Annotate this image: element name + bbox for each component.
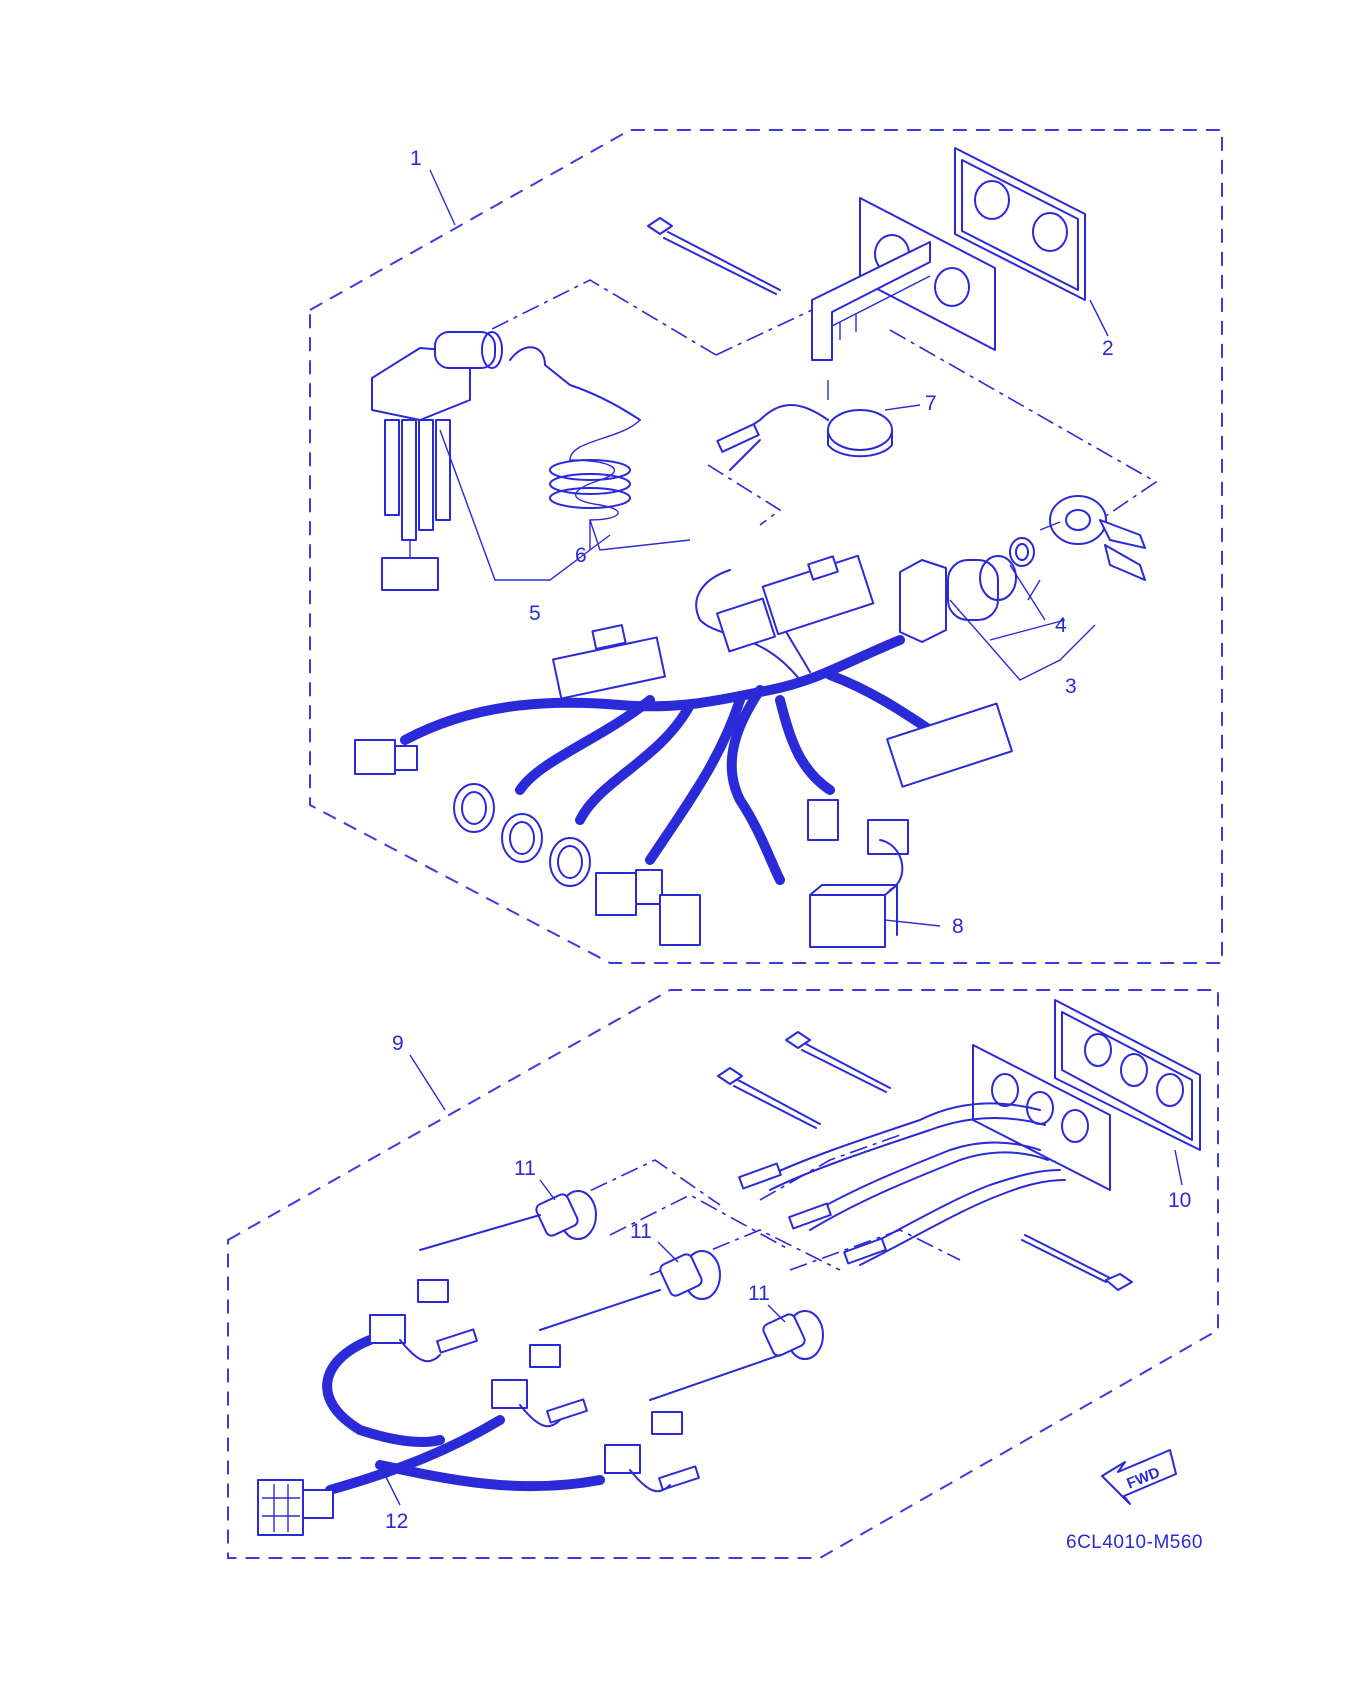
kit-9-boundary (227, 989, 1219, 1559)
fuse-holder-part-8 (809, 839, 904, 948)
cable-tie-upper (647, 217, 781, 295)
kit-1-boundary (309, 129, 1223, 964)
main-wiring-harness (400, 569, 935, 885)
callout-5: 5 (529, 602, 541, 625)
diagram-code: 6CL4010-M560 (1066, 1532, 1203, 1553)
callout-12: 12 (385, 1510, 408, 1533)
upper-assembly: 1 2 3 4 5 6 7 8 (309, 129, 1223, 964)
round-connectors-upper (453, 783, 591, 887)
panel-gasket-part-2 (859, 147, 1086, 351)
callout-11-third: 11 (748, 1282, 770, 1305)
callout-2: 2 (1102, 337, 1114, 360)
callout-7: 7 (925, 392, 937, 415)
main-switch-part-3 (899, 537, 1035, 643)
callout-11-first: 11 (514, 1157, 536, 1180)
callout-3: 3 (1065, 675, 1077, 698)
forward-direction-arrow: FWD (1101, 1449, 1177, 1505)
callout-9: 9 (392, 1032, 404, 1055)
callout-8: 8 (952, 915, 964, 938)
callout-4: 4 (1055, 614, 1067, 637)
callout-6: 6 (575, 544, 587, 567)
lower-assembly: 9 10 11 11 11 12 (227, 989, 1219, 1559)
key-switch-cover-part-4 (1039, 495, 1146, 581)
callout-11-second: 11 (630, 1220, 652, 1243)
cable-ties-lower (717, 1031, 1133, 1291)
panel-gasket-part-10 (972, 999, 1201, 1191)
callout-1: 1 (410, 147, 422, 170)
connectors-lower (257, 1279, 683, 1536)
callout-10: 10 (1168, 1189, 1191, 1212)
mounting-bracket (811, 241, 931, 361)
lanyard-coil-part-6 (509, 346, 691, 551)
sender-part-7 (716, 404, 893, 471)
emergency-stop-switch-part-5 (371, 331, 503, 591)
harness-part-12 (322, 1214, 781, 1495)
connectors-upper (354, 554, 1013, 946)
round-connectors-part-11 (535, 1190, 824, 1360)
sub-harness-bundle (738, 1102, 1066, 1266)
terminal-pins-lower (399, 1328, 700, 1493)
